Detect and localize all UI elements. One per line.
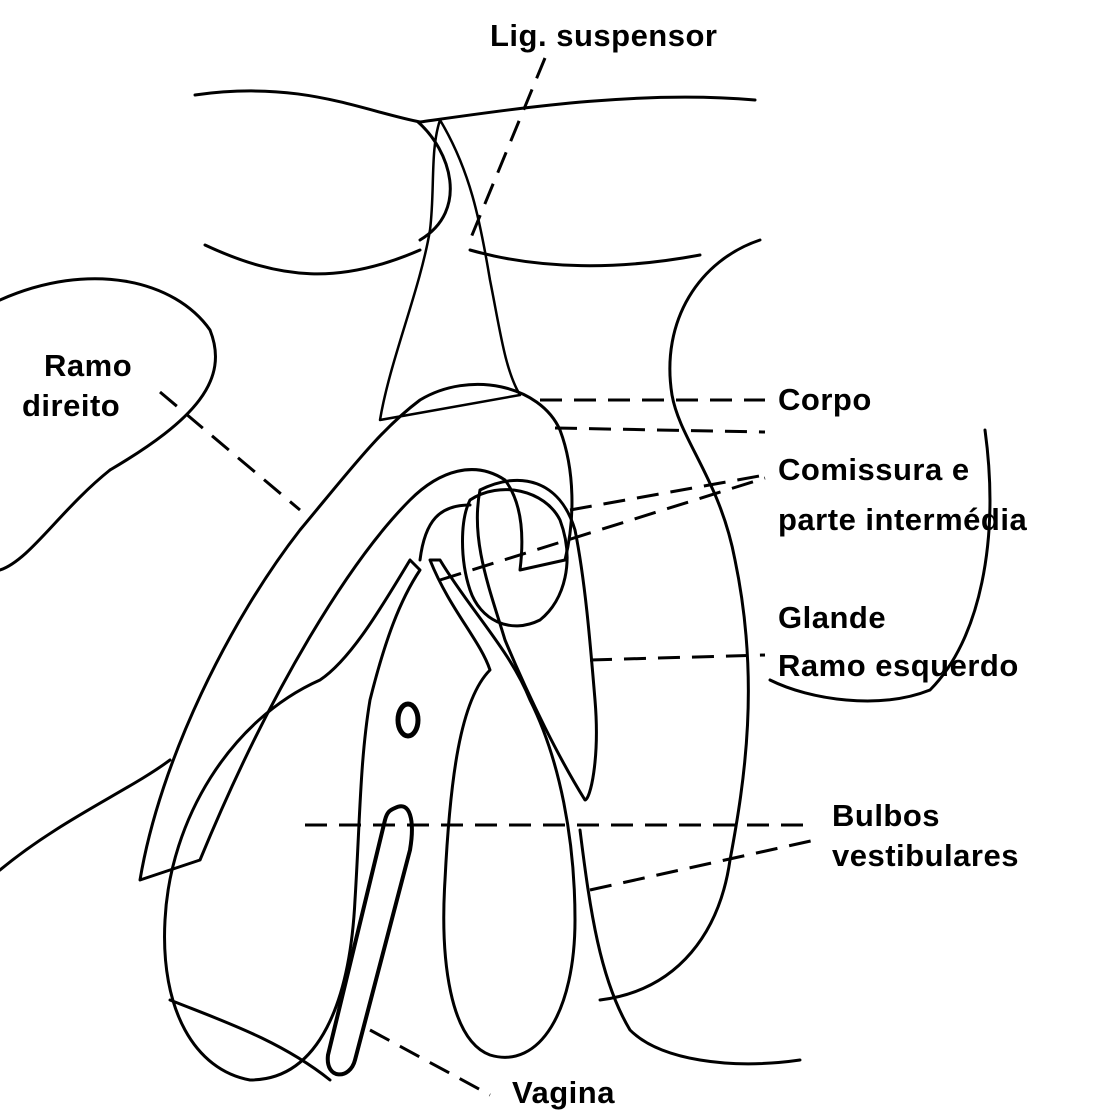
label-comissura-line2: parte intermédia bbox=[778, 502, 1027, 538]
label-bulbos-line1: Bulbos bbox=[832, 798, 940, 834]
urethral-opening bbox=[398, 704, 418, 736]
label-comissura-line1: Comissura e bbox=[778, 452, 970, 488]
label-ramo-direito-line2: direito bbox=[22, 388, 120, 424]
suspensory-ligament bbox=[380, 120, 520, 420]
vaginal-opening bbox=[328, 806, 412, 1074]
label-vagina: Vagina bbox=[512, 1075, 615, 1111]
label-bulbos-line2: vestibulares bbox=[832, 838, 1019, 874]
label-corpo: Corpo bbox=[778, 382, 872, 418]
label-ramo-direito-line1: Ramo bbox=[44, 348, 132, 384]
label-glande: Glande bbox=[778, 600, 886, 636]
body-contours bbox=[0, 91, 990, 1080]
label-ramo-esquerdo: Ramo esquerdo bbox=[778, 648, 1019, 684]
label-lig-suspensor: Lig. suspensor bbox=[490, 18, 717, 54]
clitoris-body bbox=[140, 384, 596, 880]
